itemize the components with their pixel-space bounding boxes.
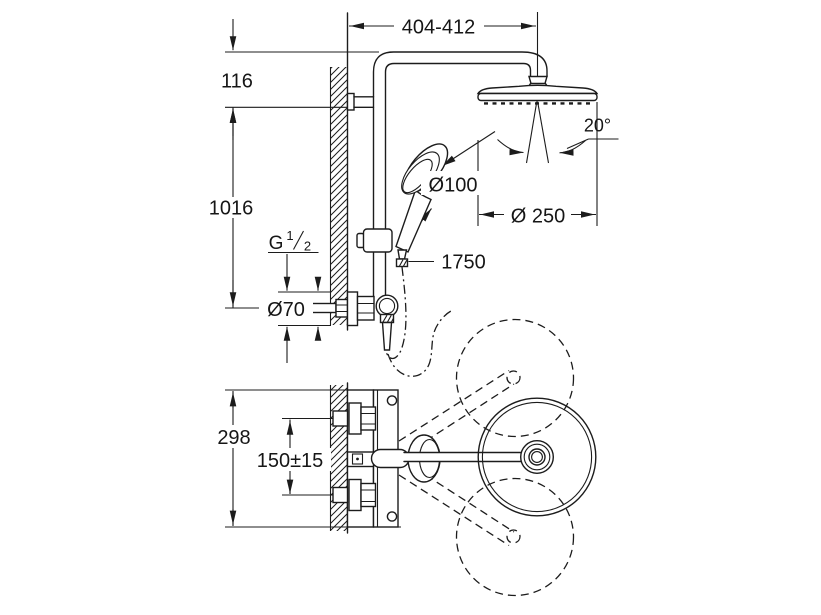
shower-arm-and-riser-pipe	[372, 51, 548, 297]
shower-hose	[386, 266, 407, 360]
plan-view-swivel-range	[398, 318, 575, 597]
swivel-arm-lower	[398, 474, 510, 547]
plate-screw-top	[386, 395, 398, 406]
dimension-labels: 404-412 116 1016 G 1 2 Ø70 Ø100 Ø 250 20…	[205, 13, 611, 472]
head-shower-swivel-position-upper	[455, 318, 575, 438]
dim-hose-length: 1750	[441, 252, 486, 274]
union-nut	[356, 295, 375, 321]
hose-cone	[381, 321, 393, 351]
supply-union-top	[332, 402, 377, 435]
dim-mixer-depth: 298	[217, 427, 250, 449]
dim-head-shower-diameter: Ø 250	[511, 206, 565, 228]
hand-shower-handle	[395, 188, 432, 253]
wall-section-front-view	[329, 12, 349, 331]
dimension-lines	[225, 12, 619, 528]
dim-supply-thread: G 1 2	[269, 228, 312, 254]
wall-section-plan-view	[329, 382, 349, 534]
dim-arm-projection: 404-412	[402, 17, 475, 39]
head-shower-swivel-position-lower	[455, 477, 575, 597]
dim-hand-shower-diameter: Ø100	[429, 175, 478, 197]
shower-arm-plan	[403, 451, 523, 463]
thread-numerator: 1	[286, 228, 293, 243]
hand-shower	[395, 143, 449, 253]
head-shower	[476, 75, 599, 105]
dim-supply-spacing: 150±15	[257, 450, 324, 472]
head-shower-dome	[476, 84, 599, 95]
arm-pivot-block	[346, 451, 375, 468]
hand-shower-hose-fitting	[395, 249, 409, 268]
supply-connection	[305, 291, 399, 351]
hand-shower-holder	[356, 228, 393, 253]
thread-denominator: 2	[304, 239, 311, 254]
dim-riser-height: 1016	[209, 198, 254, 220]
escutcheon	[346, 291, 359, 327]
head-shower-face-rim	[477, 92, 598, 102]
plan-view-thermostat-mixer	[332, 389, 597, 528]
dim-escutcheon-diameter: Ø70	[267, 299, 305, 321]
thread-prefix: G	[269, 233, 284, 254]
plate-screw-bottom	[386, 511, 398, 522]
shower-hose-slack-loop	[387, 309, 453, 377]
dim-arm-drop: 116	[221, 71, 253, 93]
riser-wall-bracket	[346, 92, 375, 111]
dim-spray-angle: 20°	[584, 116, 611, 136]
front-view-shower-system	[305, 51, 599, 377]
supply-union-bottom	[332, 478, 377, 512]
head-shower-disc-plan	[477, 397, 597, 517]
swivel-arm-upper	[398, 369, 510, 442]
head-shower-hub-plan	[520, 440, 555, 475]
